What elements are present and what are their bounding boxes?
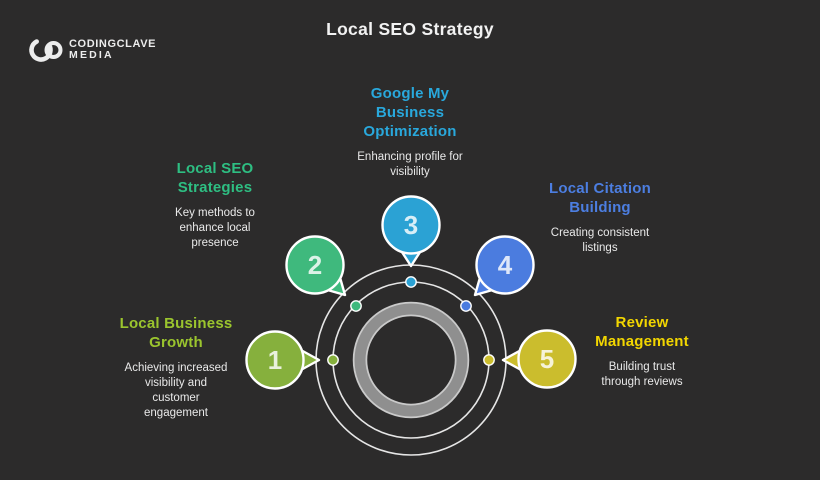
step-bubble-2: 2 bbox=[285, 235, 347, 297]
bubble-circle bbox=[475, 235, 535, 295]
step-heading: Local Business Growth bbox=[119, 315, 233, 351]
bubble-circle bbox=[245, 330, 305, 390]
step-label-local-citation-building: Local Citation Building Creating consist… bbox=[510, 179, 690, 256]
bubble-circle bbox=[285, 235, 345, 295]
step-heading: Local SEO Strategies bbox=[176, 160, 254, 196]
bubble-circle bbox=[517, 329, 577, 389]
brand-name-line2: MEDIA bbox=[69, 49, 114, 62]
bubble-number: 1 bbox=[268, 345, 282, 375]
step-dot-2 bbox=[350, 300, 362, 312]
bubble-number: 5 bbox=[540, 344, 554, 374]
page-title: Local SEO Strategy bbox=[326, 19, 494, 39]
step-bubble-4: 4 bbox=[473, 235, 535, 297]
step-description: Creating consistent listings bbox=[550, 227, 650, 254]
step-dot-5 bbox=[483, 354, 495, 366]
interlocked-rings-icon bbox=[29, 38, 63, 62]
step-bubble-1: 1 bbox=[245, 330, 321, 390]
step-label-review-management: Review Management Building trust through… bbox=[562, 313, 722, 390]
step-bubble-5: 5 bbox=[501, 329, 577, 389]
step-description: Enhancing profile for visibility bbox=[357, 151, 463, 178]
brand-logo: CODINGCLAVE MEDIA bbox=[28, 34, 156, 66]
diagram-ring-band bbox=[354, 303, 468, 417]
step-dot-4 bbox=[460, 300, 472, 312]
bubble-number: 4 bbox=[498, 250, 513, 280]
step-description: Building trust through reviews bbox=[601, 361, 683, 388]
brand-name-line1: CODINGCLAVE bbox=[69, 37, 157, 50]
step-heading: Local Citation Building bbox=[549, 180, 651, 216]
step-description: Achieving increased visibility and custo… bbox=[124, 362, 228, 419]
step-label-google-my-business: Google My Business Optimization Enhancin… bbox=[320, 84, 500, 180]
bubble-number: 2 bbox=[308, 250, 322, 280]
step-heading: Review Management bbox=[595, 314, 689, 350]
step-dot-3 bbox=[405, 276, 417, 288]
brand-name: CODINGCLAVE MEDIA bbox=[69, 37, 157, 62]
step-label-local-business-growth: Local Business Growth Achieving increase… bbox=[96, 314, 256, 421]
step-label-local-seo-strategies: Local SEO Strategies Key methods to enha… bbox=[135, 159, 295, 251]
step-heading: Google My Business Optimization bbox=[363, 85, 457, 140]
bubble-circle bbox=[381, 195, 441, 255]
step-description: Key methods to enhance local presence bbox=[175, 207, 255, 249]
step-bubble-3: 3 bbox=[381, 195, 441, 268]
bubble-number: 3 bbox=[404, 210, 418, 240]
step-dot-1 bbox=[327, 354, 339, 366]
